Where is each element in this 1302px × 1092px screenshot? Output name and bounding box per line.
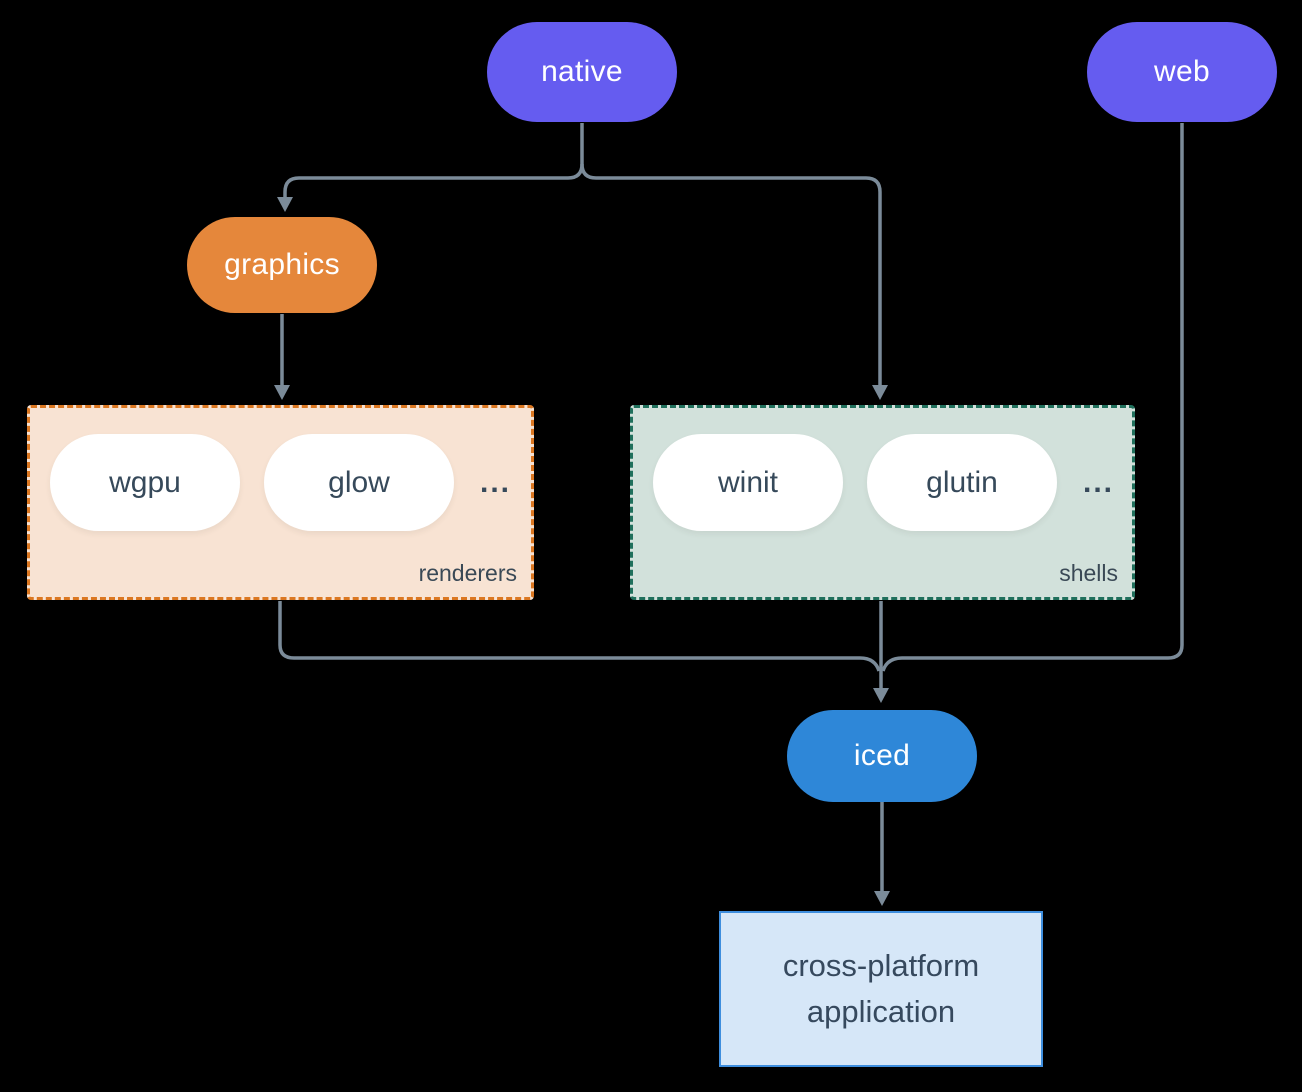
node-wgpu-label: wgpu [109, 465, 181, 499]
shells-ellipsis: ... [1083, 465, 1115, 499]
app-label-line2: application [806, 994, 956, 1029]
node-winit: winit [653, 434, 843, 531]
edge-native-to-shells [580, 163, 882, 385]
group-renderers: wgpu glow ... renderers [27, 405, 534, 600]
node-graphics: graphics [187, 217, 377, 313]
node-native-label: native [541, 55, 623, 88]
node-cross-platform-application: cross-platform application [719, 911, 1043, 1067]
group-shells-label: shells [1059, 560, 1118, 586]
arrowhead-into-app [874, 891, 890, 906]
group-renderers-items: wgpu glow ... [50, 434, 511, 531]
node-web-label: web [1154, 55, 1210, 88]
node-glutin-label: glutin [926, 465, 998, 499]
arrowhead-into-shells [872, 385, 888, 400]
arrowhead-into-graphics [277, 197, 293, 212]
node-native: native [487, 22, 677, 122]
node-glow: glow [264, 434, 454, 531]
group-renderers-label: renderers [418, 560, 517, 586]
node-web: web [1087, 22, 1277, 122]
node-glutin: glutin [867, 434, 1057, 531]
group-shells-items: winit glutin ... [653, 434, 1114, 531]
arrowhead-into-iced [873, 688, 889, 703]
app-label-line1: cross-platform [782, 948, 980, 983]
node-iced-label: iced [853, 739, 911, 772]
node-graphics-label: graphics [224, 248, 340, 281]
node-iced: iced [787, 710, 977, 802]
renderers-ellipsis: ... [480, 465, 512, 499]
edge-web-to-iced [881, 123, 1184, 672]
group-shells: winit glutin ... shells [630, 405, 1135, 600]
node-winit-label: winit [717, 465, 778, 499]
edge-renderers-to-iced [278, 601, 881, 672]
node-glow-label: glow [328, 465, 390, 499]
node-wgpu: wgpu [50, 434, 240, 531]
edge-native-to-graphics [283, 123, 584, 197]
arrowhead-into-renderers [274, 385, 290, 400]
